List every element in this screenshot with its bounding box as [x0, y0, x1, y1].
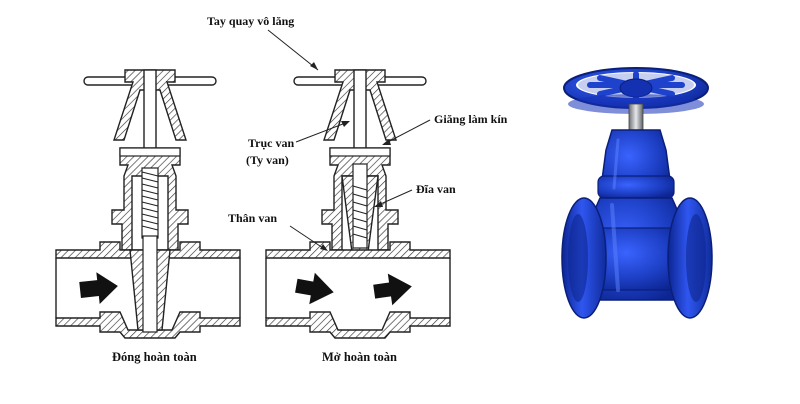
annotations: Tay quay vô lăng Trục van (Ty van) Giăng… [207, 14, 508, 251]
steel-stem [628, 103, 644, 131]
handwheel-icon [563, 67, 709, 114]
stem-right [353, 69, 367, 161]
label-handwheel: Tay quay vô lăng [207, 14, 294, 28]
yoke-right [323, 69, 397, 141]
stem-thread-left [141, 167, 159, 239]
flow-arrow-icon [295, 272, 334, 305]
label-gasket: Giăng làm kín [434, 112, 508, 126]
stem-thread-right [352, 163, 368, 249]
label-body: Thân van [228, 211, 277, 225]
bonnet-left [111, 147, 189, 251]
open-valve-drawing: Mở hoàn toàn [265, 69, 451, 364]
blue-gate-valve-photo [561, 67, 713, 319]
label-disc: Đĩa van [416, 182, 456, 196]
yoke-left [113, 69, 187, 141]
label-stem-2: (Ty van) [246, 153, 289, 167]
flow-arrow-icon [79, 272, 118, 305]
closed-valve-drawing: Đóng hoàn toàn [55, 69, 241, 364]
caption-open: Mở hoàn toàn [322, 350, 397, 364]
flow-arrow-icon [373, 273, 412, 306]
caption-closed: Đóng hoàn toàn [112, 350, 197, 364]
label-stem-1: Trục van [248, 136, 294, 150]
